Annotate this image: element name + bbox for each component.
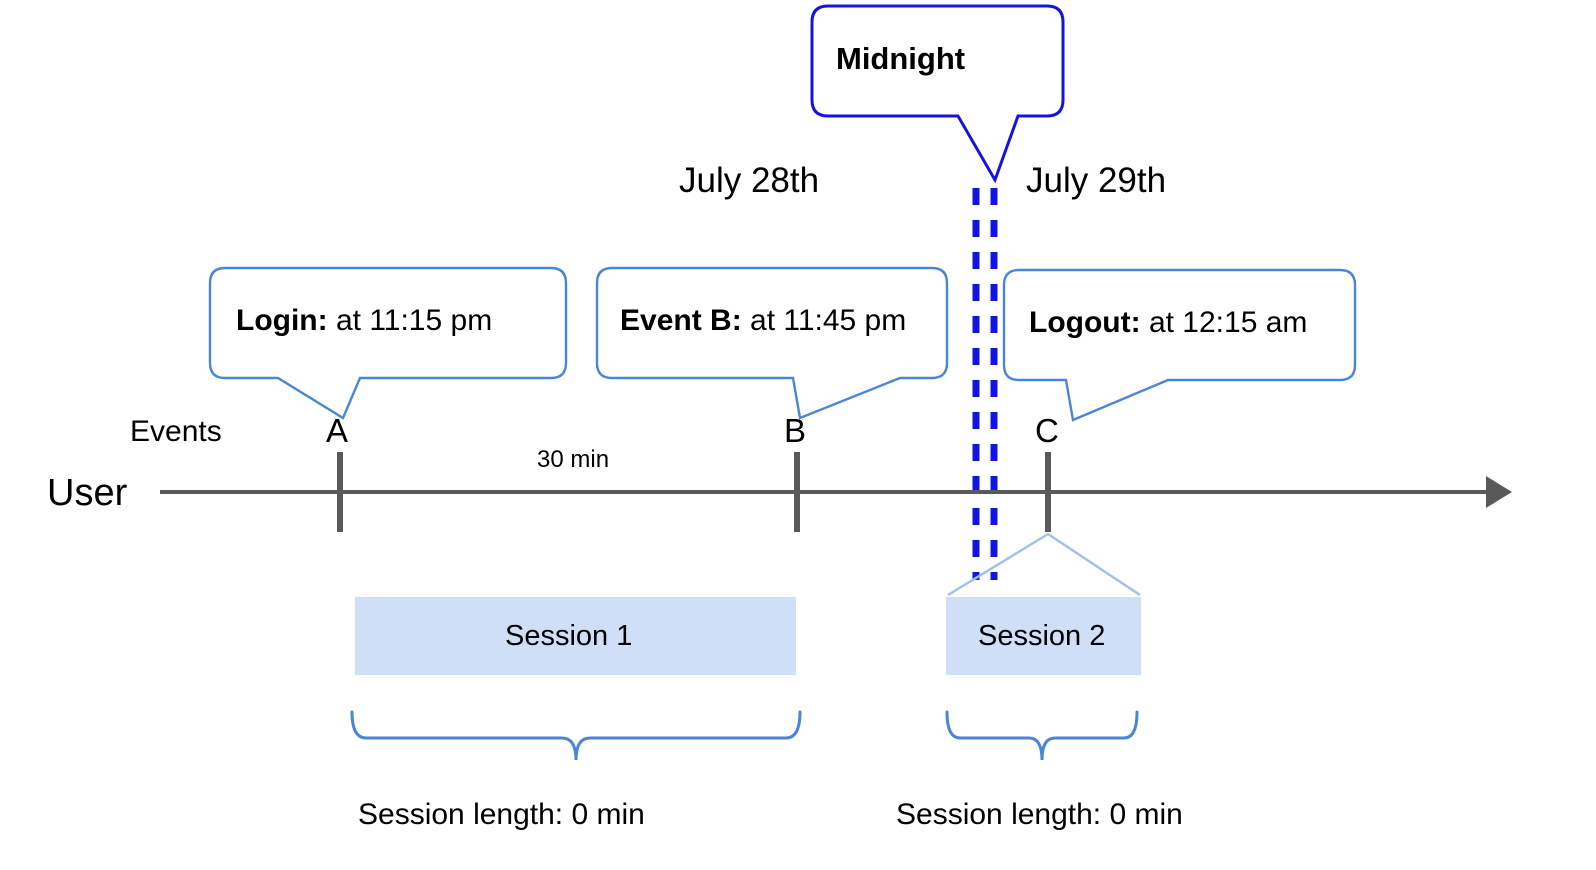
event-marker-label-a: A: [326, 412, 349, 449]
session-2-connector-right: [1047, 532, 1141, 597]
session-2-label: Session 2: [978, 620, 1106, 652]
date-label-july-29: July 29th: [1026, 161, 1167, 200]
login-callout-shape: [208, 266, 568, 420]
event-marker-label-c: C: [1035, 412, 1059, 449]
logout-callout-rest-label: at 12:15 am: [1140, 306, 1308, 339]
session-2-box: [946, 597, 1141, 675]
session-1-box: [355, 597, 796, 675]
events-row-label: Events: [130, 415, 222, 448]
event-marker-label-b: B: [784, 412, 807, 449]
session-1-label: Session 1: [505, 620, 633, 652]
date-label-july-28: July 28th: [679, 161, 820, 200]
login-callout-text: Login: at 11:15 pm: [236, 306, 492, 336]
logout-callout-shape: [1002, 268, 1357, 422]
user-row-label: User: [47, 472, 128, 514]
session-1-brace: [350, 710, 802, 761]
session-2-length-label: Session length: 0 min: [896, 798, 1183, 831]
login-callout-rest-label: at 11:15 pm: [327, 304, 493, 337]
interval-duration-label: 30 min: [537, 446, 610, 473]
logout-callout-bold-label: Logout:: [1029, 306, 1141, 339]
logout-callout-text: Logout: at 12:15 am: [1029, 308, 1307, 338]
event-b-callout-shape: [595, 266, 949, 420]
timeline-arrowhead-icon: [1486, 476, 1512, 508]
login-callout-bold-label: Login:: [236, 304, 328, 337]
session-1-length-label: Session length: 0 min: [358, 798, 645, 831]
midnight-callout-label: Midnight: [836, 41, 966, 76]
midnight-callout-shape: [810, 4, 1065, 184]
event-b-callout-text: Event B: at 11:45 pm: [620, 306, 906, 336]
event-b-callout-bold-label: Event B:: [620, 304, 742, 337]
event-b-callout-rest-label: at 11:45 pm: [741, 304, 907, 337]
session-2-brace: [945, 710, 1139, 761]
session-2-connector-left: [947, 532, 1049, 597]
